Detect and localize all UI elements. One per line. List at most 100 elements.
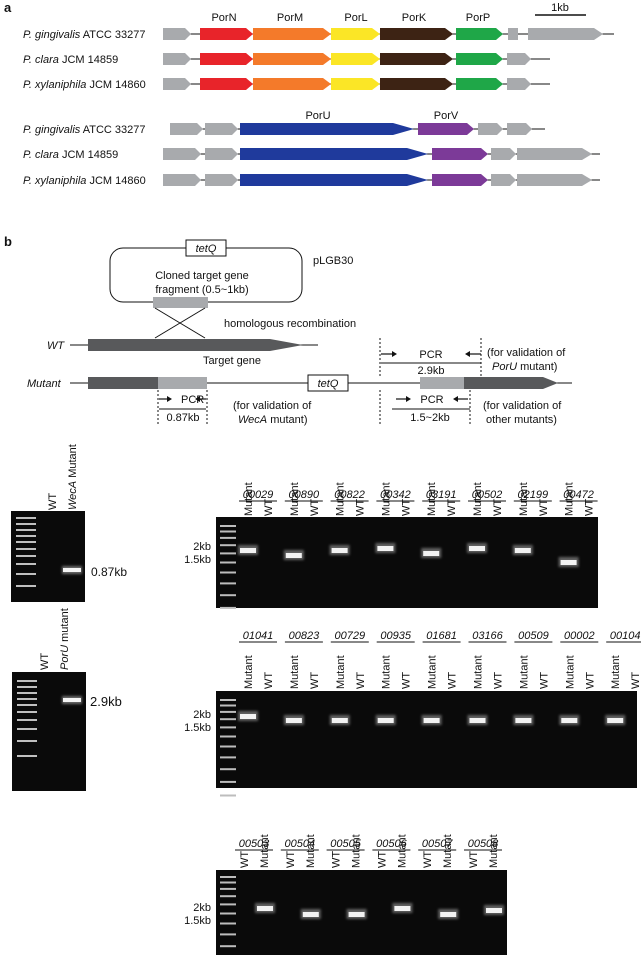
species-name: P. xylaniphila [23,79,86,91]
track-row [163,53,550,65]
species-name: P. gingivalis [23,29,81,41]
lane-label: Mutant [473,655,485,689]
gene-poru [240,174,428,186]
ladder-band [220,699,236,701]
strain-name: JCM 14860 [89,79,145,91]
gel-2: 0104100823007290093501681031660050900002… [184,630,641,797]
strain-name: ATCC 33277 [83,124,146,136]
band-core [440,912,456,917]
ladder-band [220,711,236,713]
gene-porv [432,148,488,160]
lane-label: Mutant [335,482,347,516]
ladder-band [220,933,236,935]
ladder-band [220,544,236,546]
gene-porp [456,28,503,40]
lane-label: WT [263,499,275,516]
ladder-band [17,711,37,713]
gene-porl [331,78,380,90]
pcr-other: PCR 1.5~2kb (for validation of other mut… [392,394,562,426]
gene-gray [163,53,191,65]
strain-name: JCM 14859 [62,149,118,161]
ladder-band [17,698,37,700]
gene-porp [456,53,503,65]
lane-label: Mutant [351,834,363,868]
ladder-band [16,548,36,550]
pcr-label: PCR [419,349,442,361]
plasmid-marker: tetQ [196,243,217,255]
lane-label: Mutant [289,655,301,689]
ladder-band [220,945,236,947]
pcr-note: WecA mutant) [238,414,308,426]
pcr-size: 2.9kb [418,365,445,377]
gene-name-porv: PorV [434,110,459,122]
size-marker-2kb: 2kb [193,902,211,914]
gene-header: 01681 [426,630,457,642]
insert-label-line2: fragment (0.5~1kb) [155,284,248,296]
pcr-note-line2: other mutants) [486,414,557,426]
lane-label: Mutant [518,482,530,516]
species-name: P. xylaniphila [23,175,86,187]
band-size-label: 0.87kb [91,565,127,579]
gene-gray [491,174,516,186]
species-name: P. clara [23,54,59,66]
ladder-band [220,594,236,596]
gene-porp [456,78,503,90]
gene-gray [205,148,238,160]
band-core [332,718,348,723]
gene-gray [478,123,503,135]
band-core [607,718,623,723]
ladder-band [220,736,236,738]
cloned-fragment [420,377,464,389]
pcr-note-suffix: mutant) [520,361,557,373]
gene-gray [491,148,516,160]
cloned-fragment [153,297,208,308]
pcr-label: PCR [420,394,443,406]
ladder-band [16,541,36,543]
lane-label: WT [401,672,413,689]
ladder-band [220,882,236,884]
ladder-band [16,573,36,575]
gel-1: 0002900890008220034203191005020219900472… [184,482,598,609]
ladder-band [17,719,37,721]
track-row [170,123,545,135]
lane-label: WT [239,851,251,868]
gene-pork [380,78,453,90]
row-label: P. clara JCM 14859 [23,149,118,161]
band-core [561,718,577,723]
gene-gray [205,123,238,135]
ladder-band [16,529,36,531]
pcr-note-line1: (for validation of [483,400,562,412]
primer-arrowhead [392,351,397,357]
lane-label: Mutant [380,482,392,516]
gene-gray [517,148,592,160]
ladder-band [220,895,236,897]
block1-row-labels: P. gingivalis ATCC 33277 P. clara JCM 14… [23,29,146,91]
gene-pork [380,28,453,40]
band-size-label: 2.9kb [90,694,122,709]
track-row [163,78,550,90]
ladder-band [220,705,236,707]
ladder-band [16,535,36,537]
block1-gene-names: PorN PorM PorL PorK PorP [211,12,490,24]
gene-porm [253,28,331,40]
plasmid-name: pLGB30 [313,255,353,267]
gene-gray [508,28,518,40]
ladder-band [220,768,236,770]
band-core [469,546,485,551]
gene-gray [528,28,603,40]
lane-label: Mutant [243,482,255,516]
size-marker-1-5kb: 1.5kb [184,915,211,927]
track-row [163,28,614,40]
gene-headers: 005030050400505005060050700508 [235,838,502,850]
gene-gray [163,148,201,160]
ladder-band [220,718,236,720]
gene-pork [380,53,453,65]
band-core [515,548,531,553]
size-marker-2kb: 2kb [193,709,211,721]
lane-label: WT [355,499,367,516]
lane-label-wt: WT [47,493,59,510]
ladder-band [220,923,236,925]
ladder-band [220,607,236,609]
gene-porv [432,174,488,186]
